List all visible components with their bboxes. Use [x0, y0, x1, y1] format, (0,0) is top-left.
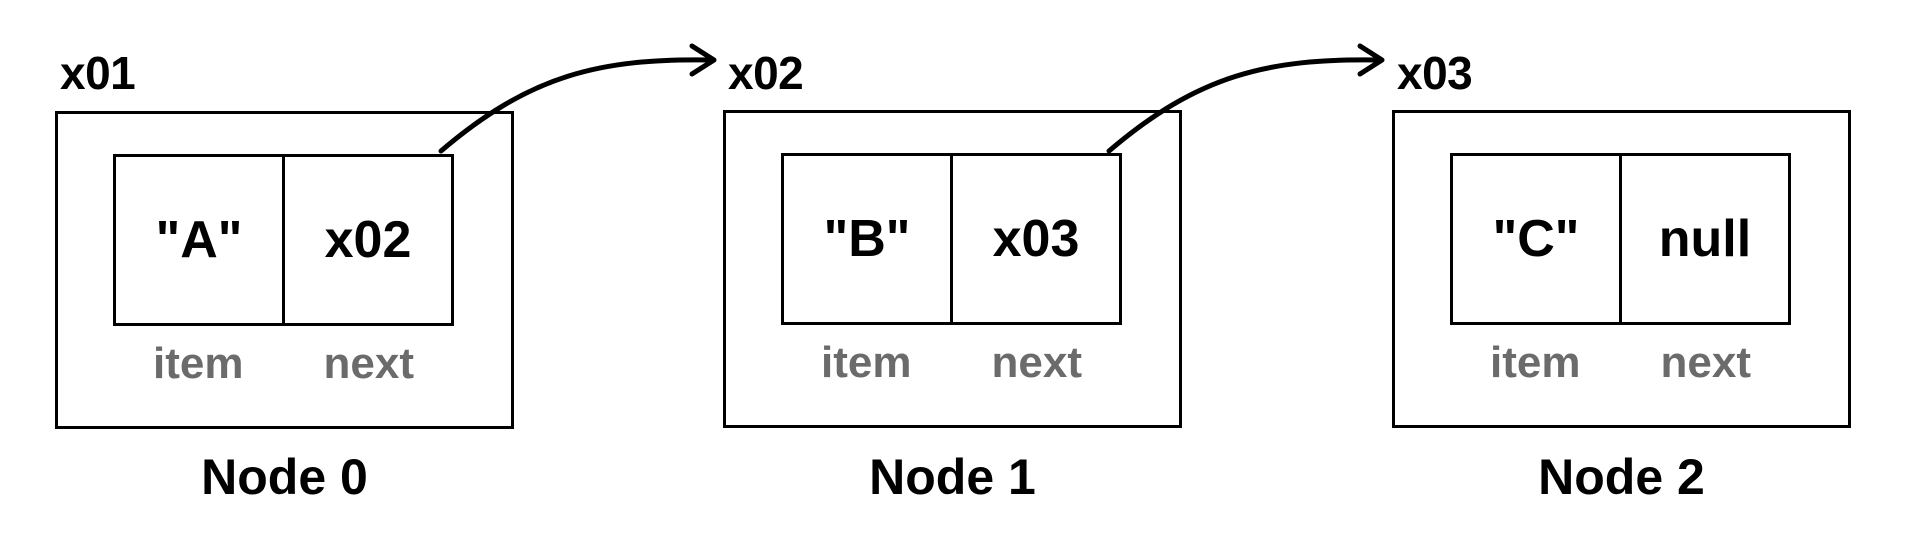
node-1-box: "B" x03 item next [723, 110, 1182, 428]
arrow-0-curve [438, 57, 715, 154]
node-0-item-value: "A" [155, 211, 243, 269]
node-2-box: "C" null item next [1392, 110, 1851, 428]
node-1-next-value: x03 [950, 156, 1119, 322]
node-2-name: Node 2 [1538, 449, 1705, 505]
node-1-item-value: "B" [823, 210, 911, 268]
node-0-name: Node 0 [201, 449, 368, 505]
arrow-1-head [1357, 43, 1385, 77]
node-2-address: x03 [1397, 47, 1473, 99]
node-2-next-label: next [1660, 338, 1751, 387]
node-1-field-labels: item next [781, 341, 1122, 385]
node-1-address: x02 [728, 47, 804, 99]
node-1-item-label: item [821, 338, 912, 387]
node-2-item-value: "C" [1492, 210, 1580, 268]
node-0-item-label: item [153, 339, 244, 388]
node-2-item-label: item [1490, 338, 1581, 387]
node-1-name: Node 1 [869, 449, 1036, 505]
arrow-0-head [689, 43, 717, 77]
node-2-cells: "C" null [1450, 153, 1791, 325]
node-1-next-label: next [991, 338, 1082, 387]
node-1-cells: "B" x03 [781, 153, 1122, 325]
arrow-1-curve [1106, 57, 1383, 154]
node-0-box: "A" x02 item next [55, 111, 514, 429]
node-0-address: x01 [60, 47, 136, 99]
node-0-next-label: next [323, 339, 414, 388]
node-0-next-value: x02 [282, 157, 451, 323]
node-0-cells: "A" x02 [113, 154, 454, 326]
arrow-node-0-to-node-1 [438, 43, 717, 154]
node-0-field-labels: item next [113, 342, 454, 386]
node-2-next-value: null [1619, 156, 1788, 322]
arrow-node-1-to-node-2 [1106, 43, 1385, 154]
node-2-field-labels: item next [1450, 341, 1791, 385]
